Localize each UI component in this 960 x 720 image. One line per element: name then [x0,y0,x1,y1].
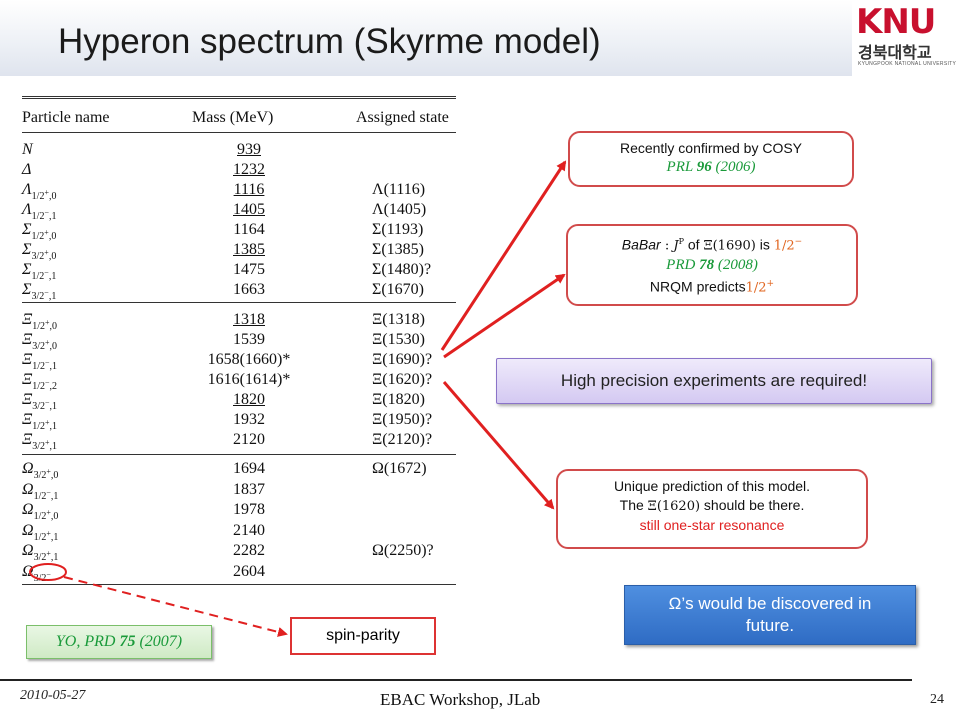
slide-title: Hyperon spectrum (Skyrme model) [58,22,601,61]
mass-cell: 1405 [233,201,265,218]
mass-cell: 1837 [233,480,265,498]
unique-prediction-callout: Unique prediction of this model. The Ξ(1… [556,469,868,549]
mass-cell: 939 [237,141,261,158]
babar-callout: BaBar : JP of Ξ(1690) is 1/2− PRD 78 (20… [566,224,858,306]
mass-cell: 1232 [233,161,265,178]
footer-date: 2010-05-27 [20,688,86,703]
particle-name-cell: Ξ1/2+,1 [22,411,58,432]
particle-name-cell: Ω3/2+,0 [22,460,59,481]
mass-cell: 1658(1660)* [207,351,291,368]
mass-cell: 1164 [233,221,265,238]
assigned-state-cell: Ξ(1530) [372,331,425,348]
particle-name-cell: Σ3/2+,0 [22,241,57,262]
header-assigned-state: Assigned state [356,109,449,126]
assigned-state-cell: Ω(1672) [372,460,427,477]
assigned-state-cell: Σ(1385) [372,241,424,258]
assigned-state-cell: Σ(1670) [372,281,424,298]
particle-name-cell: N [22,141,33,158]
assigned-state-cell: Λ(1116) [372,181,426,198]
knu-logo: KNU 경북대학교 KYUNGPOOK NATIONAL UNIVERSITY [852,2,957,74]
assigned-state-cell: Ξ(1950)? [372,411,433,428]
particle-name-cell: Σ3/2−,1 [22,281,57,302]
table-bottom-rule [22,584,456,585]
table-group-rule [22,454,456,455]
mass-cell: 1932 [233,411,265,428]
particle-name-cell: Ξ3/2−,1 [22,391,58,412]
omega-discovery-box: Ω’s would be discovered in future. [624,585,916,645]
high-precision-banner: High precision experiments are required! [496,358,932,404]
particle-name-cell: Ξ1/2−,1 [22,351,58,372]
particle-name-cell: Δ [22,161,32,178]
particle-name-cell: Ω1/2+,1 [22,521,59,543]
particle-name-cell: Ξ3/2+,1 [22,431,58,452]
particle-name-cell: Ω3/2+,1 [22,542,59,563]
mass-cell: 1539 [233,331,265,348]
arrow-to-unique [442,381,555,510]
cosy-reference: PRL 96 (2006) [666,159,756,175]
mass-cell: 1978 [233,501,265,518]
assigned-state-cell: Λ(1405) [372,201,427,218]
mass-cell: 1663 [233,281,265,298]
particle-name-cell: Ω1/2−,1 [22,480,59,502]
mass-cell: 1116 [233,181,265,198]
particle-name-cell: Ω1/2+,0 [22,501,59,522]
omega-line2: future. [745,616,795,635]
mass-cell: 1318 [233,311,265,328]
mass-cell: 1385 [233,241,265,258]
omega-line1: Ω’s would be discovered in [668,594,872,613]
mass-cell: 2282 [233,542,265,559]
particle-name-cell: Λ1/2+,0 [22,181,57,202]
assigned-state-cell: Ξ(2120)? [372,431,433,448]
footer-event: EBAC Workshop, JLab [380,690,541,709]
particle-name-cell: Λ1/2−,1 [22,201,57,222]
particle-name-cell: Σ1/2+,0 [22,221,57,242]
assigned-state-cell: Ξ(1820) [372,391,425,408]
nrqm-line: NRQM predicts1/2+ [649,278,775,296]
header-particle-name: Particle name [22,109,110,126]
babar-reference: PRD 78 (2008) [666,256,758,273]
logo-text: KNU [856,2,936,42]
assigned-state-cell: Ξ(1690)? [372,351,433,368]
mass-cell: 1694 [233,460,265,477]
omega-highlight-circle [29,563,67,581]
arrow-to-cosy [440,160,567,351]
cosy-callout: Recently confirmed by COSY PRL 96 (2006) [568,131,854,187]
title-bar [0,0,852,76]
assigned-state-cell: Ξ(1318) [372,311,425,328]
arrow-to-babar [443,273,566,359]
mass-cell: 2120 [233,431,265,448]
particle-name-cell: Ξ1/2−,2 [22,371,58,392]
mass-cell: 1616(1614)* [207,371,291,388]
table-top-rule [22,96,456,99]
page-number: 24 [930,692,944,707]
assigned-state-cell: Ω(2250)? [372,542,434,559]
cosy-text: Recently confirmed by COSY [619,140,803,156]
assigned-state-cell: Σ(1480)? [372,261,432,278]
particle-name-cell: Σ1/2−,1 [22,261,57,282]
logo-korean: 경북대학교 [858,43,932,62]
mass-cell: 2604 [233,562,265,580]
unique-line2: The Ξ(1620) should be there. [619,497,805,514]
unique-line3: still one-star resonance [639,517,785,533]
particle-name-cell: Ω3/2− [22,562,51,584]
table-header-rule [22,132,456,133]
mass-cell: 1475 [233,261,265,278]
footer-rule [0,679,912,681]
assigned-state-cell: Ξ(1620)? [372,371,433,388]
mass-cell: 2140 [233,521,265,539]
unique-line1: Unique prediction of this model. [613,478,811,494]
yo-reference-box: YO, PRD 75 (2007) [26,625,212,659]
dashed-arrow-to-spin-parity [63,576,288,637]
mass-cell: 1820 [233,391,265,408]
spin-parity-box: spin-parity [290,617,436,655]
particle-name-cell: Ξ1/2+,0 [22,311,58,332]
babar-line: BaBar : JP of Ξ(1690) is 1/2− [621,236,803,254]
assigned-state-cell: Σ(1193) [372,221,424,238]
table-group-rule [22,302,456,303]
particle-name-cell: Ξ3/2+,0 [22,331,58,352]
header-mass: Mass (MeV) [192,109,274,126]
logo-english: KYUNGPOOK NATIONAL UNIVERSITY [858,61,957,67]
